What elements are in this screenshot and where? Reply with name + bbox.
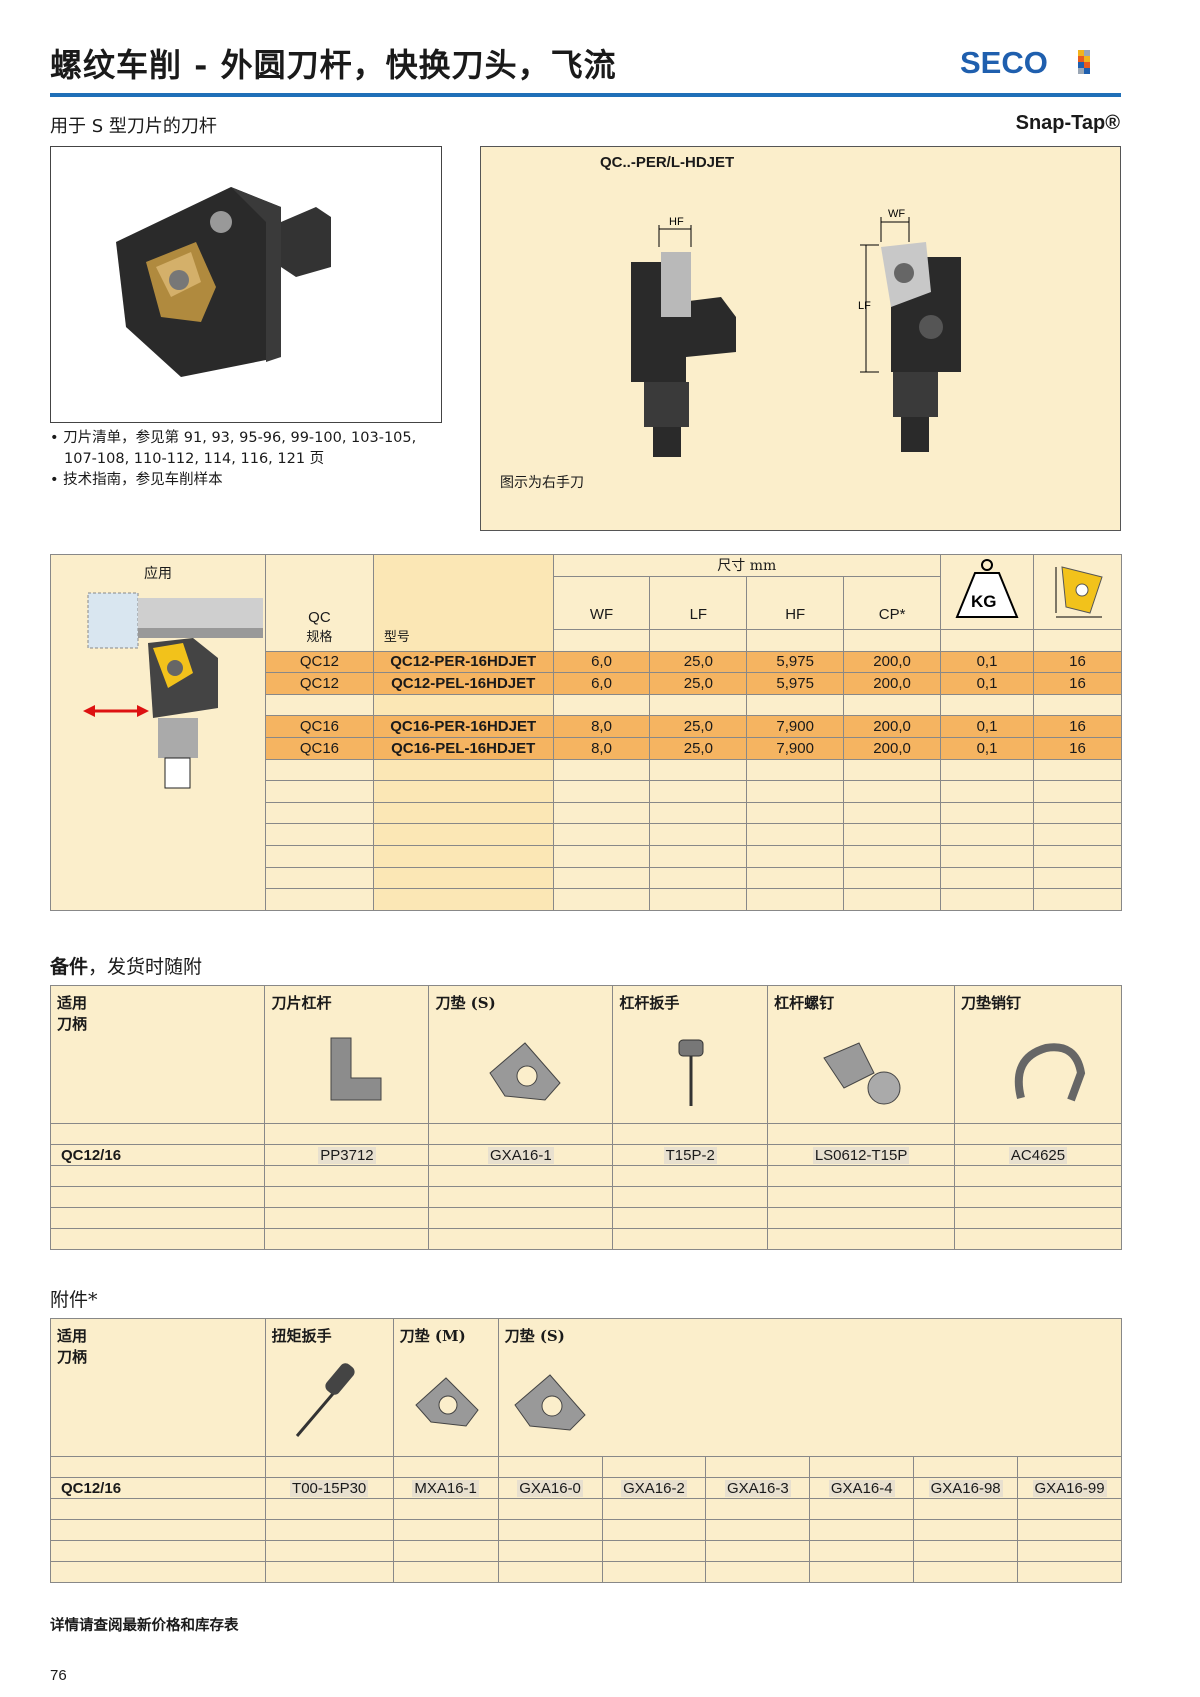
holder-label: 适用刀柄: [50, 1318, 266, 1457]
insert-size-header: [1032, 554, 1123, 630]
model-header: 型号: [372, 554, 554, 652]
acc-shim-m: 刀垫 (M): [392, 1318, 499, 1457]
acc-shim-s: 刀垫 (S): [497, 1318, 1123, 1457]
table-row: QC12/16 T00-15P30 MXA16-1 GXA16-0 GXA16-…: [50, 1477, 1122, 1499]
col-lf: LF: [649, 575, 748, 631]
insert-icon: [1055, 566, 1104, 618]
col-hf: HF: [746, 575, 845, 631]
header-rule: [50, 93, 1121, 97]
wrench-icon: [678, 1039, 704, 1106]
note-item: • 刀片清单，参见第 91, 93, 95-96, 99-100, 103-10…: [50, 430, 417, 467]
page-number: 76: [50, 1667, 67, 1684]
weight-header: KG: [940, 554, 1034, 630]
product-photo: [50, 146, 442, 423]
main-table: 应用 QC 规格 型号 尺寸 mm: [50, 554, 1123, 911]
application-label: 应用: [143, 566, 172, 582]
weight-icon: KG: [955, 559, 1019, 618]
part-lever: 刀片杠杆: [264, 985, 430, 1124]
dimension-diagram: HF WF LF: [480, 146, 1121, 531]
col-wf: WF: [552, 575, 651, 631]
subtitle: 用于 S 型刀片的刀杆: [50, 116, 217, 137]
application-cell: 应用: [50, 554, 266, 911]
pin-icon: [1014, 1043, 1086, 1102]
seco-logo: SECO: [960, 45, 1090, 80]
screw-icon: [823, 1042, 901, 1105]
diagram-title: QC..-PER/L-HDJET: [600, 154, 735, 171]
accessories-table: 适用刀柄 扭矩扳手 刀垫 (M) 刀垫 (S) QC12/16 T00-15P3…: [50, 1318, 1123, 1583]
lf-label: LF: [858, 300, 871, 312]
torque-wrench-icon: [295, 1363, 355, 1437]
part-pin: 刀垫销钉: [954, 985, 1122, 1124]
hf-label: HF: [669, 216, 684, 228]
note-item: • 技术指南，参见车削样本: [50, 472, 223, 488]
notes-list: • 刀片清单，参见第 91, 93, 95-96, 99-100, 103-10…: [50, 428, 450, 491]
part-screw: 杠杆螺钉: [767, 985, 956, 1124]
diagram-caption: 图示为右手刀: [500, 475, 584, 491]
holder-label: 适用刀柄: [49, 985, 266, 1124]
dims-header: 尺寸 mm: [552, 554, 942, 577]
col-cp: CP*: [843, 575, 942, 631]
shim-m-icon: [414, 1377, 479, 1427]
application-illustration: [82, 592, 263, 789]
brand-text: SECO: [960, 46, 1048, 78]
spare-parts-title: 备件，发货时随附: [50, 956, 203, 978]
table-row: QC12/16 PP3712 GXA16-1 T15P-2 LS0612-T15…: [49, 1144, 1122, 1166]
shim-icon: [489, 1042, 562, 1101]
footer-note: 详情请查阅最新价格和库存表: [50, 1617, 239, 1634]
accessories-title: 附件*: [50, 1289, 98, 1311]
acc-torque-wrench: 扭矩扳手: [264, 1318, 394, 1457]
wf-label: WF: [888, 208, 905, 220]
spare-parts-table: 适用刀柄 刀片杠杆 刀垫 (S) 杠杆扳手 杠杆螺钉 刀垫销钉 QC12/16 …: [49, 985, 1122, 1250]
svg-text:KG: KG: [971, 592, 997, 611]
product-line: Snap-Tap®: [1015, 112, 1120, 134]
shim-s-icon: [513, 1374, 586, 1431]
part-wrench: 杠杆扳手: [612, 985, 769, 1124]
part-shim: 刀垫 (S): [428, 985, 614, 1124]
page-title: 螺纹车削 - 外圆刀杆，快换刀头，飞流: [50, 46, 617, 84]
lever-icon: [330, 1037, 382, 1101]
qc-header: QC 规格: [264, 554, 374, 652]
